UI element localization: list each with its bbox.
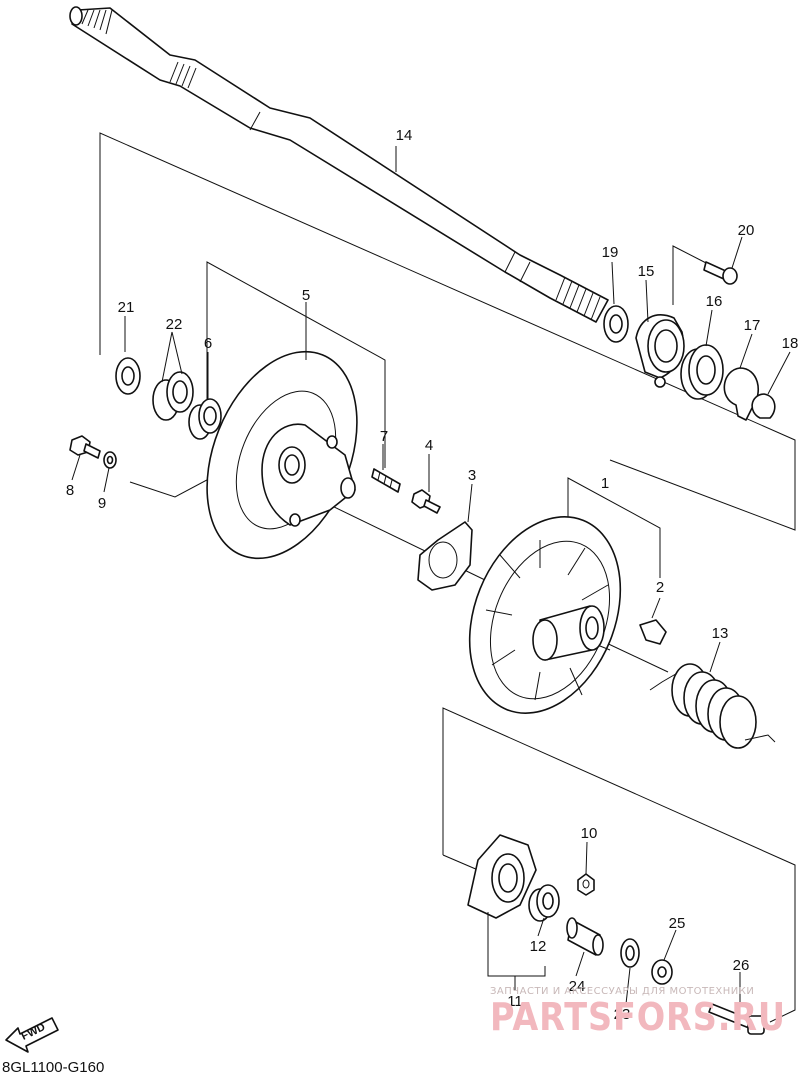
- spacer-19: [603, 305, 629, 343]
- callout-22: 22: [166, 316, 183, 333]
- movable-sheave-1: [468, 516, 622, 714]
- callout-6: 6: [204, 335, 212, 352]
- callout-labels: 1 2 3 4 5 6 7 8 9 10 11 12 13 14 15 16 1…: [66, 127, 799, 1023]
- callout-26: 26: [733, 957, 750, 974]
- callout-1: 1: [601, 475, 609, 492]
- stud-7: [371, 468, 401, 493]
- callout-10: 10: [581, 825, 598, 842]
- bushing-6: [188, 398, 222, 440]
- callout-20: 20: [738, 222, 755, 239]
- callout-3: 3: [468, 467, 476, 484]
- bearing-16: [680, 344, 724, 400]
- gasket-3: [417, 521, 473, 591]
- callout-23: 23: [614, 1006, 631, 1023]
- slider-2: [639, 619, 667, 645]
- fixed-sheave-5: [206, 350, 358, 560]
- washer-25: [651, 959, 673, 985]
- bearing-12: [528, 884, 560, 922]
- callout-15: 15: [638, 263, 655, 280]
- callout-11: 11: [507, 993, 523, 1010]
- callout-21: 21: [118, 299, 135, 316]
- assembly-lines: [99, 132, 796, 1023]
- fwd-arrow-icon: FWD: [5, 1017, 59, 1053]
- callout-24: 24: [569, 978, 586, 995]
- collar-24: [566, 917, 604, 956]
- nut-10: [577, 873, 595, 896]
- callout-4: 4: [425, 437, 433, 454]
- washer-23: [620, 938, 640, 968]
- bolt-8: [69, 435, 101, 459]
- diagram-code: 8GL1100-G160: [2, 1059, 104, 1076]
- watermark-caption: ЗАПЧАСТИ И АКСЕССУАРЫ ДЛЯ МОТОТЕХНИКИ: [490, 986, 754, 997]
- callout-7: 7: [380, 428, 388, 445]
- callout-18: 18: [782, 335, 799, 352]
- spring-13: [649, 663, 776, 749]
- callout-16: 16: [706, 293, 723, 310]
- callout-12: 12: [530, 938, 547, 955]
- callout-9: 9: [98, 495, 106, 512]
- callout-19: 19: [602, 244, 619, 261]
- callout-14: 14: [396, 127, 413, 144]
- collar-22: [152, 371, 194, 421]
- circlip-18: [751, 393, 776, 419]
- watermark-brand: PARTSFORS.RU: [490, 995, 786, 1039]
- washer-9: [103, 451, 117, 469]
- washer-21: [115, 357, 141, 395]
- callout-8: 8: [66, 482, 74, 499]
- bolt-26: [708, 1003, 765, 1035]
- callout-13: 13: [712, 625, 729, 642]
- callout-25: 25: [669, 915, 686, 932]
- callout-17: 17: [744, 317, 761, 334]
- callout-2: 2: [656, 579, 664, 596]
- bolt-4: [411, 489, 441, 514]
- callout-5: 5: [302, 287, 310, 304]
- leader-lines: [71, 146, 791, 1010]
- watermark: ЗАПЧАСТИ И АКСЕССУАРЫ ДЛЯ МОТОТЕХНИКИ PA…: [490, 986, 786, 1039]
- cover-15: [635, 314, 685, 388]
- bearing-holder-11: [467, 834, 537, 919]
- drive-shaft: [69, 6, 609, 323]
- bolt-20: [703, 261, 738, 285]
